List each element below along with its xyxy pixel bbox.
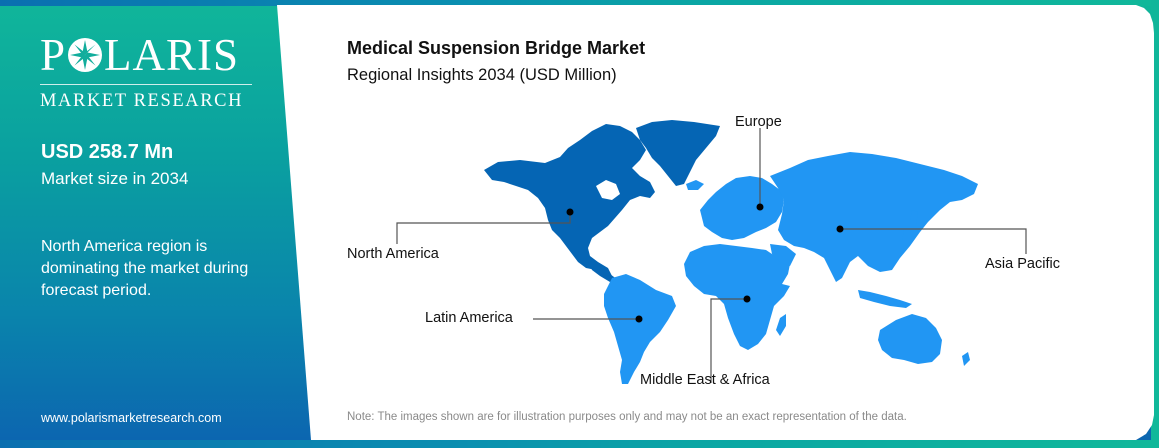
region-north-america[interactable] [484,124,655,278]
disclaimer-note: Note: The images shown are for illustrat… [347,411,907,423]
top-accent-strip [0,0,1159,6]
marker-asia-pacific [836,225,844,233]
region-sea-islands [858,290,912,308]
right-accent-strip [1151,0,1159,448]
region-greenland [636,120,720,186]
leader-lines [396,128,1027,383]
compass-star-icon [68,38,103,72]
label-mea: Middle East & Africa [640,372,770,388]
logo-tagline: MARKET RESEARCH [40,91,244,111]
summary-text: North America region is dominating the m… [41,238,249,299]
region-madagascar [776,314,786,336]
website-link[interactable]: www.polarismarketresearch.com [41,411,222,425]
bottom-accent-strip [0,440,1159,448]
label-asia-pacific: Asia Pacific [985,256,1060,272]
region-iceland [686,180,704,190]
sidebar-panel: P LARIS MARKET RESEARCH USD 258.7 Mn Mar… [0,0,300,448]
market-size-label: Market size in 2034 [41,169,189,188]
region-latin-america[interactable] [604,274,676,384]
market-size-value: USD 258.7 Mn [41,141,174,163]
region-new-zealand [962,352,970,366]
logo-wordmark: P LARIS [40,30,240,80]
brand-logo: P LARIS MARKET RESEARCH [40,32,255,112]
region-europe[interactable] [700,176,784,240]
label-north-america: North America [347,246,439,262]
marker-latin-america [635,315,643,323]
region-australia[interactable] [878,314,942,364]
logo-divider [40,84,252,85]
region-markers [566,203,844,323]
marker-europe [756,203,764,211]
label-europe: Europe [735,114,782,130]
marker-north-america [566,208,574,216]
region-arabia [770,244,796,266]
marker-mea [743,295,751,303]
region-asia-pacific[interactable] [770,152,978,282]
chart-subtitle: Regional Insights 2034 (USD Million) [347,66,617,84]
chart-title: Medical Suspension Bridge Market [347,38,646,58]
region-japan [902,210,918,240]
region-north-america-hudson-bay [596,180,620,200]
region-mea[interactable] [684,244,790,350]
label-latin-america: Latin America [425,310,513,326]
